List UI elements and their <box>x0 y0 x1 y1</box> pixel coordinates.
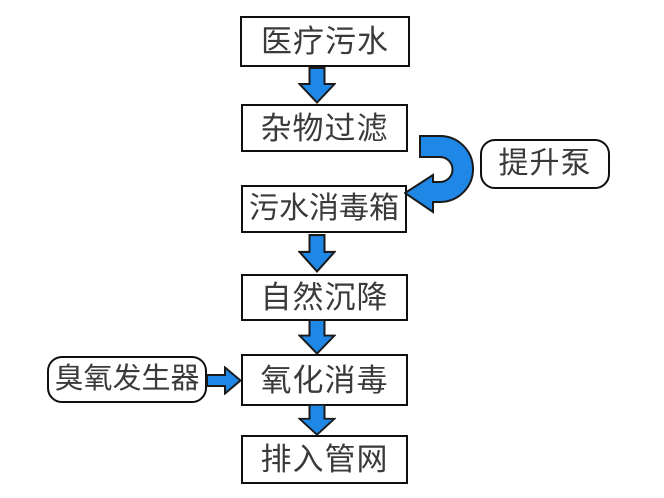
u-turn-arrow-lift-pump-icon <box>404 135 474 214</box>
right-arrow-ozone-to-oxidation-icon <box>206 366 242 395</box>
down-arrow-medical-to-filter-icon <box>298 67 336 104</box>
side-box-lift-pump: 提升泵 <box>480 139 610 189</box>
flow-box-medical-sewage: 医疗污水 <box>240 16 410 67</box>
flow-box-oxidation-disinfection: 氧化消毒 <box>241 354 408 406</box>
flow-box-natural-sedimentation: 自然沉降 <box>241 274 408 321</box>
flow-box-sewage-disinfection-tank: 污水消毒箱 <box>241 185 407 233</box>
down-arrow-tank-to-sedimentation-icon <box>298 234 336 273</box>
down-arrow-sedimentation-to-oxidation-icon <box>298 319 336 355</box>
down-arrow-oxidation-to-discharge-icon <box>298 404 336 436</box>
flow-box-discharge-to-pipe-network: 排入管网 <box>241 435 408 484</box>
side-box-ozone-generator: 臭氧发生器 <box>47 356 207 403</box>
flow-box-debris-filtering: 杂物过滤 <box>241 104 408 152</box>
